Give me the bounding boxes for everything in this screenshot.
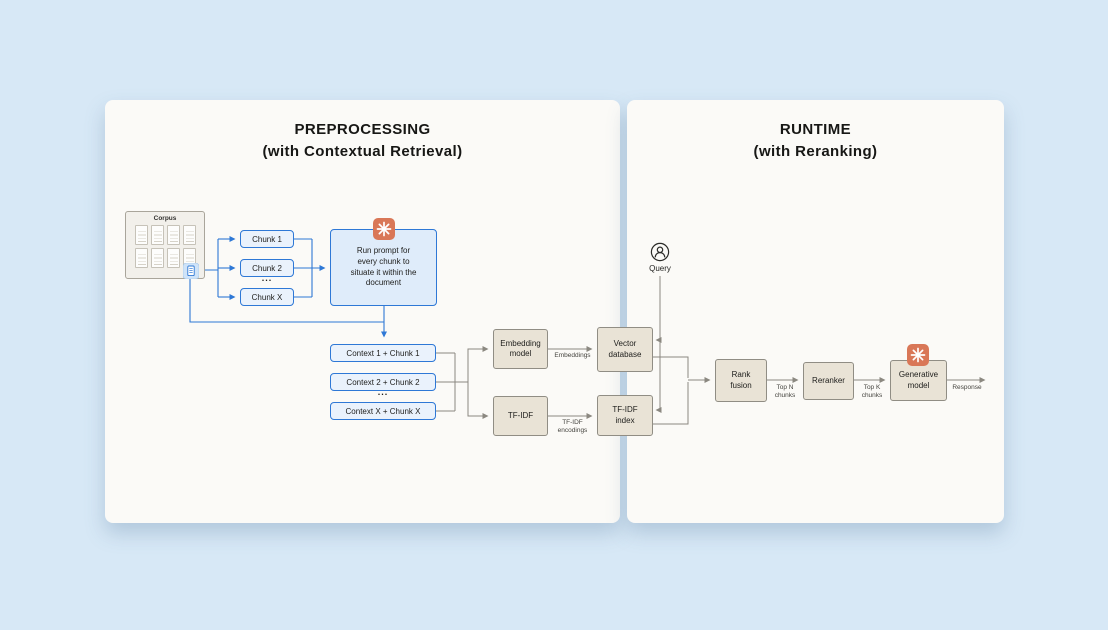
chunk-1-node: Chunk 1: [240, 230, 294, 248]
top-n-chunks-label: Top N chunks: [774, 384, 796, 400]
mini-document-icon: [182, 225, 196, 245]
generative-model-node: Generative model: [890, 360, 947, 401]
tfidf-encodings-label: TF-IDF encodings: [557, 419, 588, 435]
runtime-panel: RUNTIME (with Reranking): [627, 100, 1004, 523]
claude-spark-icon: [907, 344, 929, 366]
embedding-model-node: Embedding model: [493, 329, 548, 369]
mini-document-icon: [166, 248, 180, 268]
claude-spark-icon: [373, 218, 395, 240]
context-1-node: Context 1 + Chunk 1: [330, 344, 436, 362]
tfidf-node: TF-IDF: [493, 396, 548, 436]
response-label: Response: [952, 384, 982, 391]
runtime-subtitle: (with Reranking): [753, 143, 878, 160]
preprocessing-subtitle: (with Contextual Retrieval): [262, 143, 463, 160]
rank-fusion-node: Rank fusion: [715, 359, 767, 402]
chunk-2-node: Chunk 2: [240, 259, 294, 277]
context-2-node: Context 2 + Chunk 2: [330, 373, 436, 391]
mini-document-icon: [150, 225, 164, 245]
preprocessing-panel: PREPROCESSING (with Contextual Retrieval…: [105, 100, 620, 523]
mini-document-icon: [150, 248, 164, 268]
run-prompt-node: Run prompt for every chunk to situate it…: [330, 229, 437, 306]
mini-document-icon: [166, 225, 180, 245]
query-label: Query: [649, 264, 671, 273]
preprocessing-title: PREPROCESSING: [294, 121, 431, 138]
runtime-title: RUNTIME: [779, 121, 852, 138]
embeddings-label: Embeddings: [554, 352, 591, 359]
tfidf-index-node: TF-IDF index: [597, 395, 653, 436]
user-icon: [650, 242, 670, 262]
context-x-node: Context X + Chunk X: [330, 402, 436, 420]
corpus-doc-grid: [126, 222, 204, 268]
corpus-label: Corpus: [153, 215, 177, 222]
mini-document-icon: [134, 248, 148, 268]
reranker-node: Reranker: [803, 362, 854, 400]
top-k-chunks-label: Top K chunks: [861, 384, 883, 400]
mini-document-icon: [134, 225, 148, 245]
document-icon: [182, 262, 200, 280]
contexts-ellipsis: ...: [377, 387, 389, 397]
vector-database-node: Vector database: [597, 327, 653, 372]
chunk-x-node: Chunk X: [240, 288, 294, 306]
chunks-ellipsis: ...: [261, 273, 273, 283]
corpus-box: Corpus: [125, 211, 205, 280]
